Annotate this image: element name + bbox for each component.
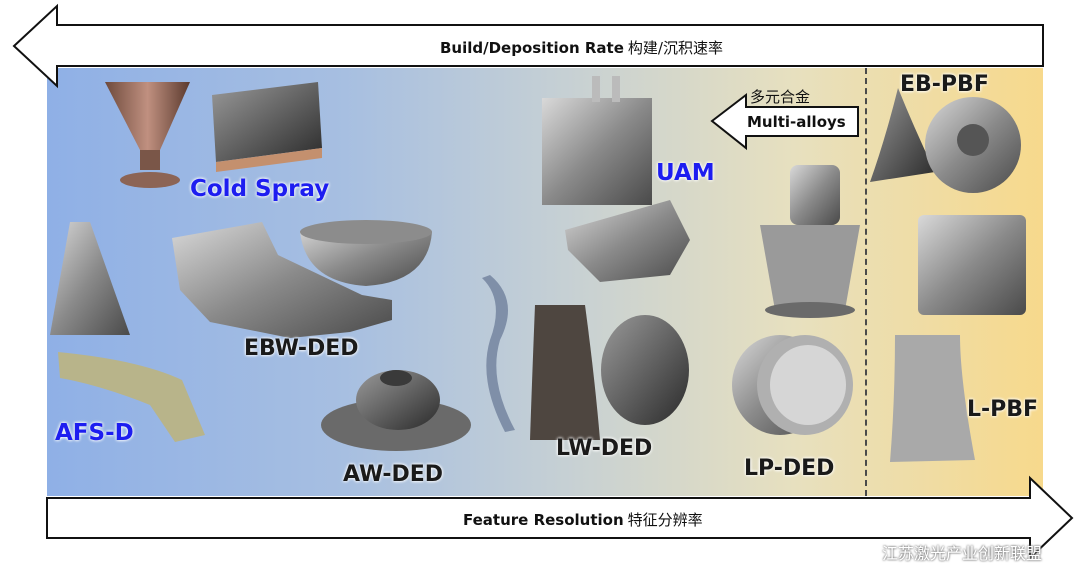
multi-alloys-label: Multi-alloys xyxy=(747,113,846,131)
aw-ded-label: AW-DED xyxy=(343,462,443,487)
uam-label: UAM xyxy=(656,160,715,186)
lw-ded-vase-part xyxy=(530,305,600,440)
watermark-text: 江苏激光产业创新联盟 xyxy=(882,544,1043,563)
afs-d-rail-part xyxy=(58,352,205,442)
lp-ded-label: LP-DED xyxy=(744,456,835,481)
ebw-ded-label: EBW-DED xyxy=(244,336,359,361)
l-pbf-manifold-part xyxy=(918,215,1026,315)
multi-alloys-arrow xyxy=(710,92,859,151)
lw-ded-twisted-part xyxy=(482,275,515,432)
lw-ded-screw-part xyxy=(601,315,689,425)
cold-spray-heatsink-part xyxy=(212,82,322,172)
lp-ded-nozzle-part xyxy=(760,165,860,318)
eb-pbf-label: EB-PBF xyxy=(900,72,989,97)
pbf-divider-line xyxy=(865,68,867,496)
multi-alloys-cn-label: 多元合金 xyxy=(750,88,811,106)
afs-d-label: AFS-D xyxy=(55,420,134,446)
afs-d-cone-part xyxy=(50,222,130,335)
eb-pbf-fin-part xyxy=(870,88,935,182)
uam-manifold-part xyxy=(542,76,652,205)
uam-block-part xyxy=(565,200,690,282)
l-pbf-rocket-nozzle-part xyxy=(890,335,975,462)
eb-pbf-turbine-part xyxy=(925,97,1021,193)
cold-spray-cup-part xyxy=(105,82,190,188)
lp-ded-cylinder-part xyxy=(732,335,853,435)
lw-ded-label: LW-DED xyxy=(556,436,653,461)
l-pbf-label: L-PBF xyxy=(967,397,1039,422)
aw-ded-impeller-part xyxy=(321,370,471,451)
ebw-ded-panel-part xyxy=(172,222,392,338)
feature-resolution-arrow xyxy=(46,475,1074,561)
ebw-ded-hemisphere-part xyxy=(300,220,432,286)
cold-spray-label: Cold Spray xyxy=(190,176,330,202)
build-rate-arrow xyxy=(12,3,1044,89)
